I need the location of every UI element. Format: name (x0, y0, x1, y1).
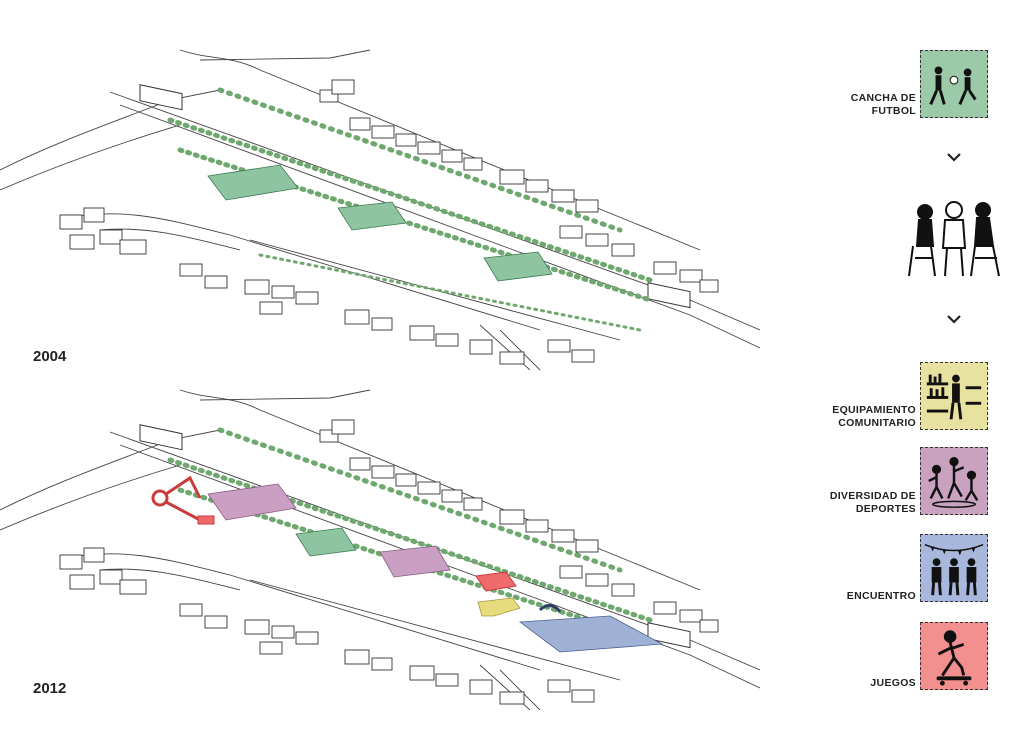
chevron-down-icon (947, 315, 961, 324)
bridge-west (139, 84, 183, 111)
site-plan-2004 (0, 30, 760, 370)
various-sports-icon (928, 456, 979, 508)
games-plaza (475, 571, 517, 592)
football-field-2 (337, 201, 407, 231)
football-players-icon (929, 66, 977, 105)
people-meeting-icon (905, 198, 1003, 282)
meeting-plaza-2012 (518, 604, 664, 653)
chevron-down-icon (947, 153, 961, 162)
buildings-2012 (59, 419, 719, 705)
year-label-2012: 2012 (33, 680, 67, 697)
skateboard-icon (936, 630, 972, 686)
buildings-2004 (59, 79, 719, 365)
bridge-east (647, 282, 691, 309)
sports-areas-2012 (207, 483, 451, 578)
legend-label-encuentro: ENCUENTRO (846, 590, 916, 602)
legend-label-juegos: JUEGOS (870, 677, 916, 689)
legend-label-cancha: CANCHA DE FUTBOL (850, 92, 916, 117)
football-field-3 (483, 251, 553, 282)
games-areas-2012 (151, 475, 517, 592)
legend-box-juegos (920, 622, 988, 690)
football-field-1 (207, 164, 299, 201)
community-building-2012 (477, 597, 521, 617)
legend-label-equipamiento: EQUIPAMIENTO COMUNITARIO (832, 404, 916, 429)
axonometric-plan-2012 (0, 389, 760, 710)
football-field-2012 (295, 527, 357, 557)
axonometric-plan-2004 (0, 49, 760, 370)
sports-field-2 (379, 545, 451, 578)
year-label-2004: 2004 (33, 348, 67, 365)
legend-box-encuentro (920, 534, 988, 602)
football-fields-2004 (207, 164, 553, 282)
legend-box-cancha (920, 50, 988, 118)
library-icon (926, 373, 982, 420)
site-plan-2012 (0, 370, 760, 710)
gathering-icon (924, 544, 984, 596)
legend-box-deportes (920, 447, 988, 515)
avenue-edge-bottom (119, 104, 760, 349)
tree-rows-2012 (167, 427, 653, 643)
sports-field-1 (207, 483, 297, 521)
legend-box-equipamiento (920, 362, 988, 430)
legend-label-deportes: DIVERSIDAD DE DEPORTES (829, 490, 916, 515)
